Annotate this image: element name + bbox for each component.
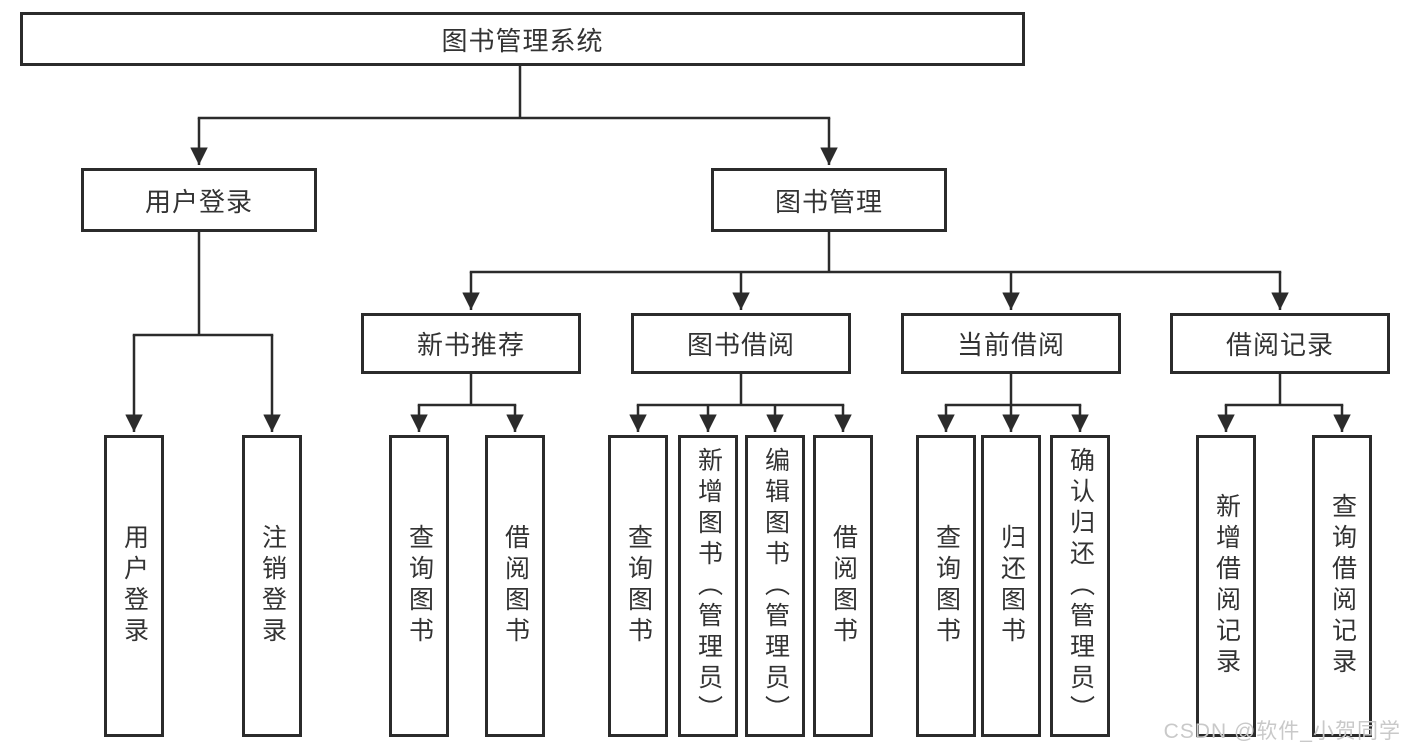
leaf-bb-add-books-admin-label: 新增图书（管理员）: [694, 446, 723, 726]
leaf-cb-return-books: 归还图书: [981, 435, 1041, 737]
node-user-login-label: 用户登录: [144, 186, 253, 217]
csdn-watermark: CSDN @软件_小贺同学: [1163, 720, 1401, 743]
leaf-bb-borrow-books-label: 借阅图书: [829, 524, 858, 648]
leaf-nb-query-books-label: 查询图书: [405, 524, 434, 648]
leaf-bb-edit-books-admin-label: 编辑图书（管理员）: [761, 446, 790, 726]
leaf-br-add-record-label: 新增借阅记录: [1212, 493, 1241, 679]
node-root: 图书管理系统: [20, 12, 1025, 66]
node-book-management: 图书管理: [711, 168, 947, 232]
leaf-bb-add-books-admin: 新增图书（管理员）: [678, 435, 738, 737]
node-user-login: 用户登录: [81, 168, 317, 232]
node-current-borrowing: 当前借阅: [901, 313, 1121, 374]
leaf-bb-edit-books-admin: 编辑图书（管理员）: [745, 435, 805, 737]
leaf-nb-borrow-books: 借阅图书: [485, 435, 545, 737]
node-borrowing-records: 借阅记录: [1170, 313, 1390, 374]
leaf-user-login-label: 用户登录: [120, 524, 149, 648]
node-new-book-recommendation: 新书推荐: [361, 313, 581, 374]
node-root-label: 图书管理系统: [441, 25, 604, 56]
leaf-cb-confirm-return-admin-label: 确认归还（管理员）: [1066, 446, 1095, 726]
leaf-br-query-record-label: 查询借阅记录: [1328, 493, 1357, 679]
leaf-nb-borrow-books-label: 借阅图书: [501, 524, 530, 648]
leaf-nb-query-books: 查询图书: [389, 435, 449, 737]
node-book-management-label: 图书管理: [774, 186, 883, 217]
leaf-cb-query-books: 查询图书: [916, 435, 976, 737]
node-book-borrowing-label: 图书借阅: [686, 330, 795, 360]
leaf-br-add-record: 新增借阅记录: [1196, 435, 1256, 737]
node-book-borrowing: 图书借阅: [631, 313, 851, 374]
node-borrowing-records-label: 借阅记录: [1225, 330, 1334, 360]
leaf-cb-confirm-return-admin: 确认归还（管理员）: [1050, 435, 1110, 737]
leaf-logout-login-label: 注销登录: [258, 524, 287, 648]
leaf-bb-borrow-books: 借阅图书: [813, 435, 873, 737]
node-new-book-recommendation-label: 新书推荐: [416, 330, 525, 360]
leaf-logout-login: 注销登录: [242, 435, 302, 737]
leaf-br-query-record: 查询借阅记录: [1312, 435, 1372, 737]
leaf-user-login: 用户登录: [104, 435, 164, 737]
leaf-bb-query-books-label: 查询图书: [624, 524, 653, 648]
leaf-bb-query-books: 查询图书: [608, 435, 668, 737]
leaf-cb-query-books-label: 查询图书: [932, 524, 961, 648]
leaf-cb-return-books-label: 归还图书: [997, 524, 1026, 648]
node-current-borrowing-label: 当前借阅: [956, 330, 1065, 360]
